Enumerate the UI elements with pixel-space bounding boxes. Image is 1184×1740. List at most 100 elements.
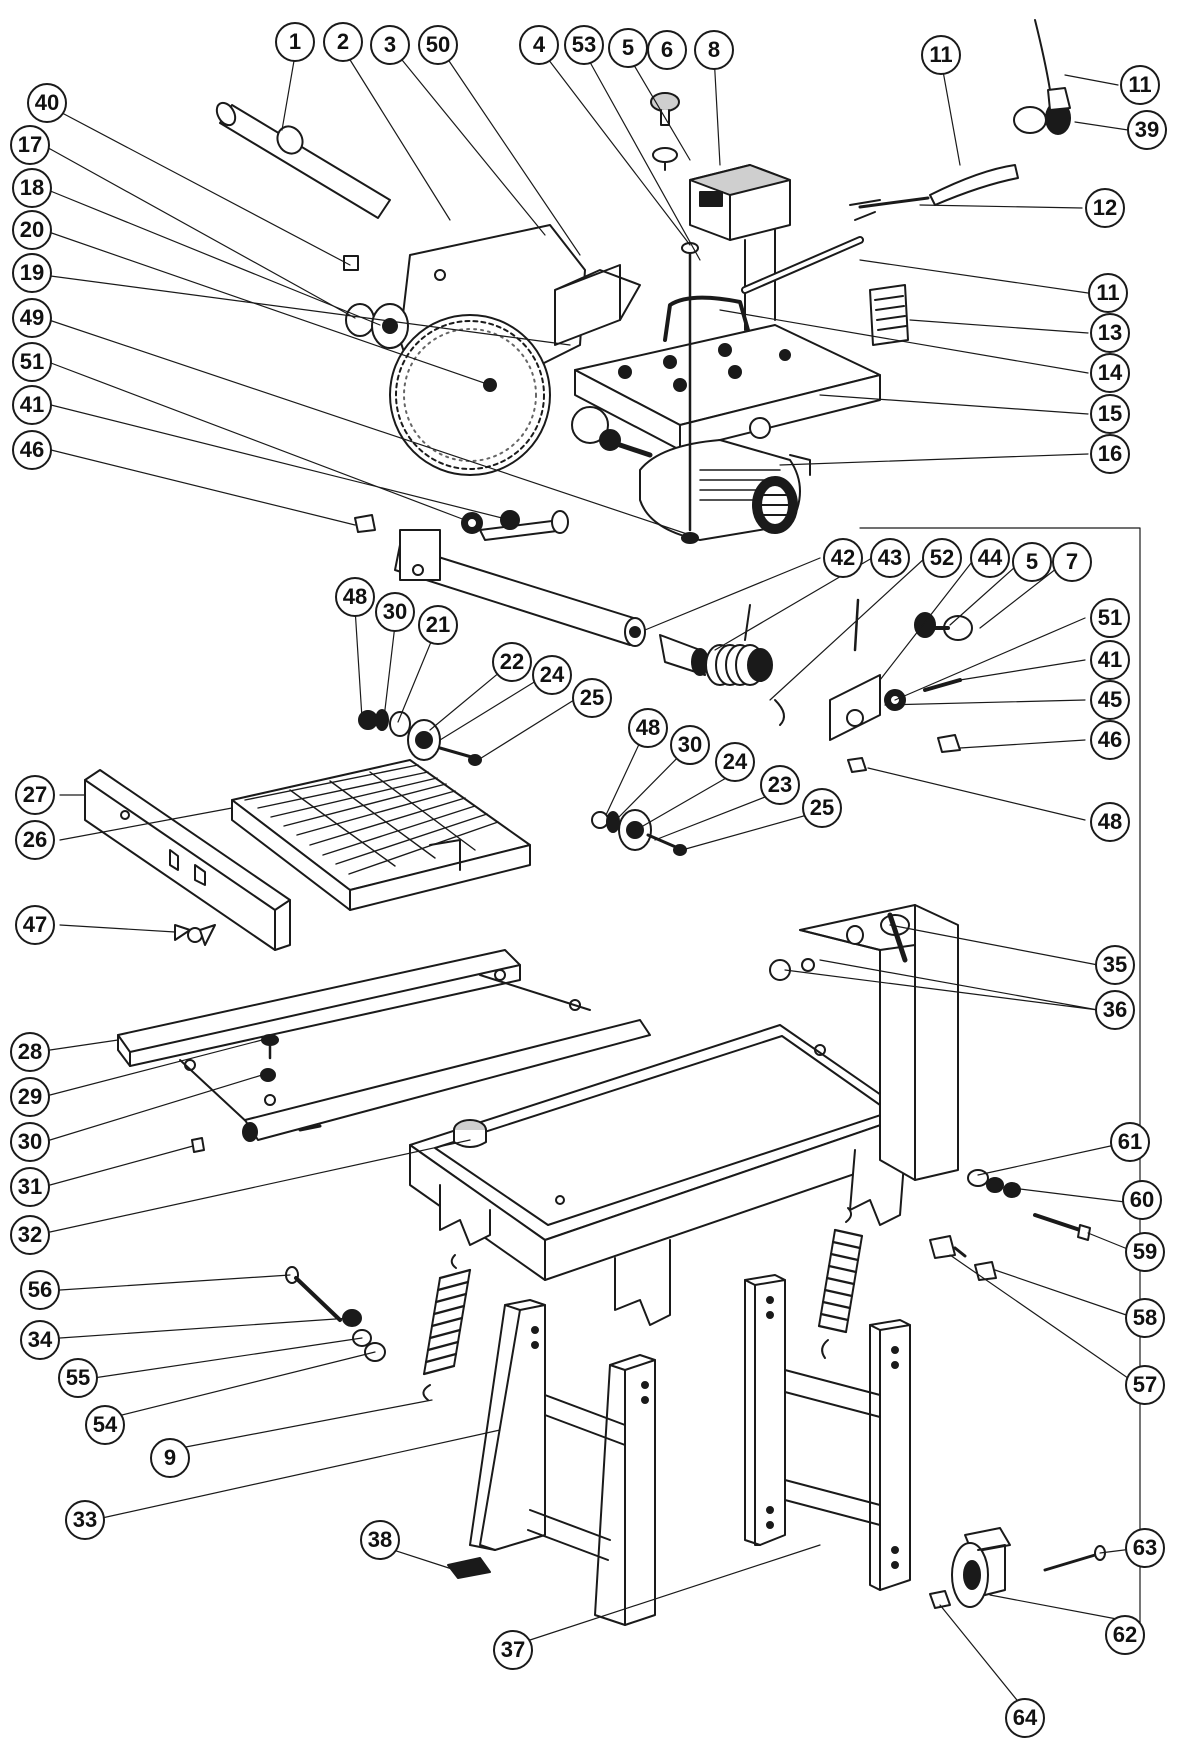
callout-30c: 30 [10, 1122, 50, 1162]
callout-5b: 5 [1012, 542, 1052, 582]
carriage-plate [574, 324, 881, 451]
callout-49: 49 [12, 298, 52, 338]
grated-tray [231, 759, 531, 911]
motor [571, 406, 811, 541]
callout-2: 2 [323, 22, 363, 62]
switch-box [689, 164, 791, 331]
callout-46b: 46 [1090, 720, 1130, 760]
long-pin [681, 242, 699, 544]
callout-5: 5 [608, 28, 648, 68]
callout-18: 18 [12, 168, 52, 208]
callout-56: 56 [20, 1270, 60, 1310]
callout-25a: 25 [572, 678, 612, 718]
callout-54: 54 [85, 1405, 125, 1445]
callout-43: 43 [870, 538, 910, 578]
motor-arm [554, 264, 641, 346]
bracket [829, 612, 973, 773]
callout-6: 6 [647, 30, 687, 70]
callout-11a: 11 [921, 35, 961, 75]
callout-38: 38 [360, 1520, 400, 1560]
callout-35: 35 [1095, 945, 1135, 985]
callout-11c: 11 [1088, 273, 1128, 313]
callout-63: 63 [1125, 1528, 1165, 1568]
rail-bar [394, 519, 646, 647]
callout-11b: 11 [1120, 65, 1160, 105]
callout-8: 8 [694, 30, 734, 70]
callout-15: 15 [1090, 394, 1130, 434]
callout-60: 60 [1122, 1180, 1162, 1220]
callout-23: 23 [760, 765, 800, 805]
callout-34: 34 [20, 1320, 60, 1360]
callout-59: 59 [1125, 1232, 1165, 1272]
water-hose [741, 164, 1019, 294]
callout-46a: 46 [12, 430, 52, 470]
callout-45: 45 [1090, 680, 1130, 720]
callout-28: 28 [10, 1032, 50, 1072]
callout-20: 20 [12, 210, 52, 250]
callout-12: 12 [1085, 188, 1125, 228]
callout-37: 37 [493, 1630, 533, 1670]
callout-48c: 48 [628, 708, 668, 748]
callout-13: 13 [1090, 313, 1130, 353]
water-tray [409, 1024, 911, 1326]
hose-clamp [1013, 19, 1071, 135]
callout-62: 62 [1105, 1615, 1145, 1655]
callout-48a: 48 [335, 577, 375, 617]
callout-55: 55 [58, 1358, 98, 1398]
leader-lines [42, 54, 1141, 1711]
sliding-frame [117, 949, 651, 1142]
callout-24a: 24 [532, 655, 572, 695]
callout-40: 40 [27, 83, 67, 123]
callout-4: 4 [519, 25, 559, 65]
callout-64: 64 [1005, 1698, 1045, 1738]
callout-14: 14 [1090, 353, 1130, 393]
callout-16: 16 [1090, 434, 1130, 474]
knob [650, 92, 680, 171]
back-upright [769, 904, 959, 1181]
callout-22: 22 [492, 642, 532, 682]
foot-pad [447, 1557, 491, 1579]
roller-group-middle [591, 809, 687, 856]
callout-7: 7 [1052, 542, 1092, 582]
callout-3: 3 [370, 25, 410, 65]
callout-61: 61 [1110, 1122, 1150, 1162]
spring-left [422, 1254, 472, 1401]
callout-42: 42 [823, 538, 863, 578]
callout-30b: 30 [670, 725, 710, 765]
leg-frame-left [469, 1299, 656, 1626]
callout-52: 52 [922, 538, 962, 578]
callout-53: 53 [564, 25, 604, 65]
callout-9: 9 [150, 1438, 190, 1478]
roller-spring [659, 598, 860, 726]
callout-48b: 48 [1090, 802, 1130, 842]
callout-44: 44 [970, 538, 1010, 578]
callout-33: 33 [65, 1500, 105, 1540]
callout-25b: 25 [802, 788, 842, 828]
roller-group-left [358, 709, 482, 766]
callout-58: 58 [1125, 1298, 1165, 1338]
carriage-handle [663, 295, 750, 342]
callout-41b: 41 [1090, 640, 1130, 680]
callout-27: 27 [15, 775, 55, 815]
callout-17: 17 [10, 125, 50, 165]
diamond-blade [389, 314, 551, 476]
callout-57: 57 [1125, 1365, 1165, 1405]
callout-1: 1 [275, 22, 315, 62]
callout-36: 36 [1095, 990, 1135, 1030]
callout-31: 31 [10, 1167, 50, 1207]
callout-51b: 51 [1090, 598, 1130, 638]
bolt-right [929, 1169, 1091, 1281]
callout-30a: 30 [375, 592, 415, 632]
callout-50: 50 [418, 25, 458, 65]
callout-26: 26 [15, 820, 55, 860]
callout-19: 19 [12, 253, 52, 293]
handle-bar [215, 101, 391, 219]
blade-flange [343, 255, 409, 349]
callout-47: 47 [15, 905, 55, 945]
side-plate [869, 284, 909, 346]
caster-wheel [929, 1527, 1106, 1609]
leg-frame-right [744, 1274, 911, 1591]
callout-51a: 51 [12, 342, 52, 382]
callout-39: 39 [1127, 110, 1167, 150]
